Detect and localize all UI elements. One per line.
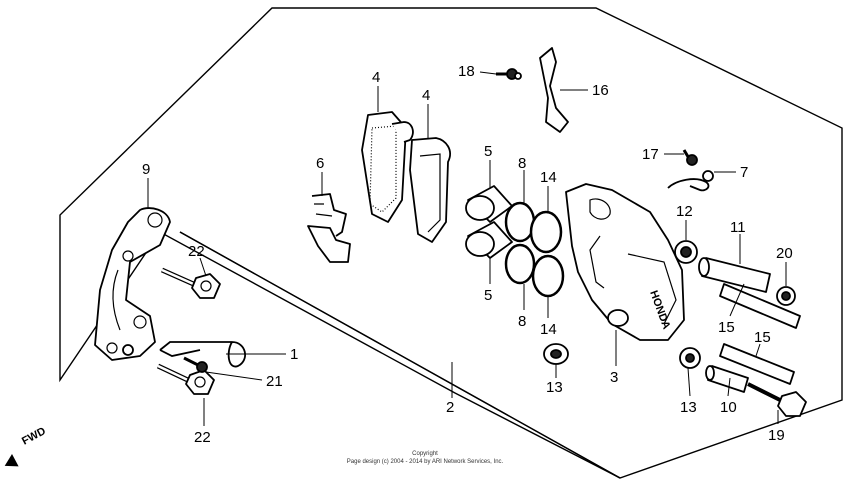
callout-15-right: 15 bbox=[754, 329, 771, 346]
bracket-bolt-lower-part[interactable] bbox=[156, 363, 215, 395]
leader-lines bbox=[147, 71, 787, 426]
callout-19: 19 bbox=[768, 427, 785, 444]
callout-11: 11 bbox=[730, 219, 746, 236]
callout-7: 7 bbox=[740, 164, 748, 181]
slide-pin-lower-part[interactable] bbox=[719, 343, 795, 385]
bracket-bolt-upper-part[interactable] bbox=[160, 267, 221, 299]
slide-pin-upper-part[interactable] bbox=[719, 283, 801, 329]
copyright-heading: Copyright bbox=[412, 451, 438, 457]
pin-cap-part[interactable] bbox=[776, 286, 796, 306]
pin-boot-upper-part[interactable] bbox=[674, 240, 698, 264]
callout-labels: 4 4 6 5 5 8 8 14 14 9 22 22 1 21 2 3 13 … bbox=[142, 63, 793, 446]
callout-21: 21 bbox=[266, 373, 283, 390]
piston-lower-part[interactable] bbox=[465, 221, 513, 259]
piston-seal-upper-part[interactable] bbox=[529, 210, 563, 254]
brake-pad-outer-part[interactable] bbox=[361, 111, 414, 223]
callout-5-upper: 5 bbox=[484, 143, 492, 160]
callout-17: 17 bbox=[642, 146, 659, 163]
callout-4-lower: 4 bbox=[422, 87, 430, 104]
callout-15-left: 15 bbox=[718, 319, 735, 336]
callout-5-lower: 5 bbox=[484, 287, 492, 304]
copyright-notice: Page design (c) 2004 - 2014 by ARI Netwo… bbox=[346, 459, 504, 465]
callout-4-upper: 4 bbox=[372, 69, 380, 86]
callout-6: 6 bbox=[316, 155, 324, 172]
dust-seal-lower-part[interactable] bbox=[504, 243, 536, 285]
frame-divider-line bbox=[179, 231, 621, 479]
pin-sleeve-part[interactable] bbox=[705, 365, 749, 393]
callout-1: 1 bbox=[290, 346, 298, 363]
slide-pin-sleeve-part[interactable] bbox=[698, 257, 771, 293]
callout-8-lower: 8 bbox=[518, 313, 526, 330]
pad-spring-part[interactable] bbox=[539, 47, 569, 133]
callout-3: 3 bbox=[610, 369, 618, 386]
bleed-screw-part[interactable] bbox=[496, 68, 522, 80]
dust-seal-upper-part[interactable] bbox=[504, 201, 536, 243]
piston-upper-part[interactable] bbox=[465, 185, 513, 223]
brake-pad-inner-part[interactable] bbox=[409, 137, 451, 243]
callout-2: 2 bbox=[446, 399, 454, 416]
callout-12: 12 bbox=[676, 203, 693, 220]
callout-13-left: 13 bbox=[546, 379, 563, 396]
callout-9: 9 bbox=[142, 161, 150, 178]
callout-16: 16 bbox=[592, 82, 609, 99]
assembly-frame-outline bbox=[59, 7, 843, 479]
hose-clamp-part[interactable] bbox=[667, 170, 714, 192]
callout-10: 10 bbox=[720, 399, 737, 416]
callout-20: 20 bbox=[776, 245, 793, 262]
callout-22-lower: 22 bbox=[194, 429, 211, 446]
callout-14-lower: 14 bbox=[540, 321, 557, 338]
pin-boot-right-part[interactable] bbox=[679, 347, 701, 369]
pin-boot-left-part[interactable] bbox=[543, 343, 569, 365]
pin-bolt-part[interactable] bbox=[183, 356, 208, 373]
callout-8-upper: 8 bbox=[518, 155, 526, 172]
caliper-body-part[interactable]: HONDA bbox=[565, 183, 685, 341]
callout-18: 18 bbox=[458, 63, 475, 80]
caliper-bolt-part[interactable] bbox=[747, 382, 807, 417]
callout-14-upper: 14 bbox=[540, 169, 557, 186]
bleeder-valve-part[interactable] bbox=[682, 149, 698, 166]
callout-22-upper: 22 bbox=[188, 243, 205, 260]
pad-shim-part[interactable] bbox=[307, 193, 351, 263]
piston-seal-lower-part[interactable] bbox=[531, 254, 565, 298]
callout-13-right: 13 bbox=[680, 399, 697, 416]
caliper-bracket-part[interactable] bbox=[94, 207, 171, 361]
